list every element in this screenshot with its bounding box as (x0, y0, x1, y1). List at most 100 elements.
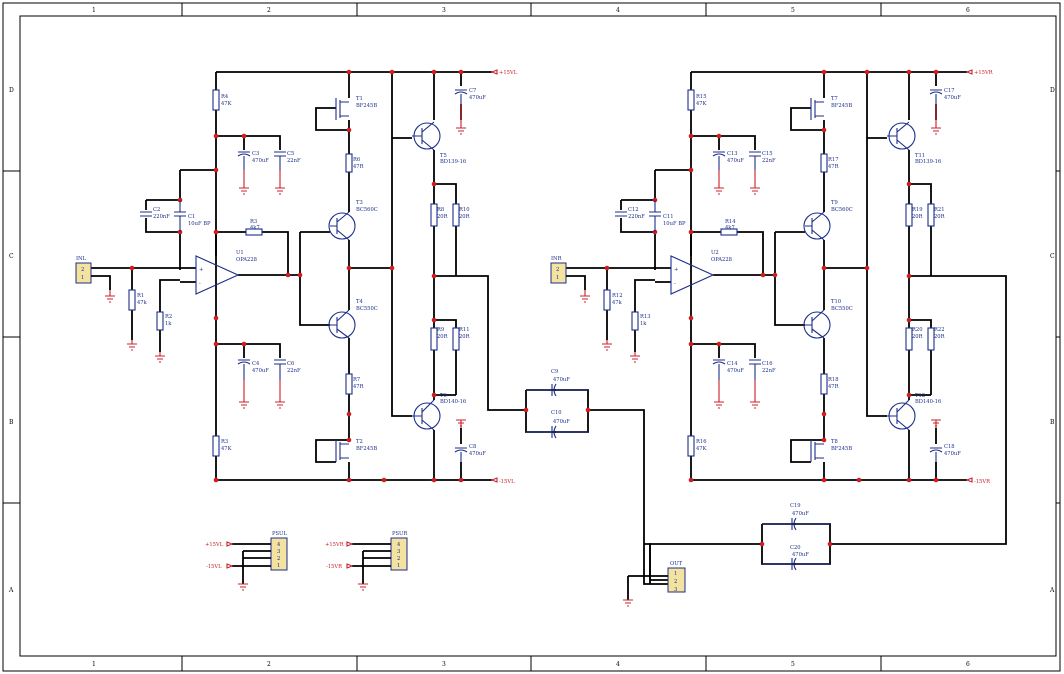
left-r10-value: 20R (459, 214, 471, 220)
right-wire-vas (790, 72, 868, 480)
left-junctions (129, 69, 591, 483)
right-wire-decouple (691, 135, 756, 358)
out-pin-2: 2 (674, 579, 677, 585)
left-r8-ref: R8 (437, 207, 444, 213)
left-r3-ref: R3 (221, 439, 228, 445)
left-jfet-t2: T2 BF245B (335, 439, 377, 462)
left-wire-input (91, 267, 196, 352)
right-r17-value: 47R (828, 164, 840, 170)
left-u1-ref: U1 (236, 250, 244, 256)
left-c9-value: 470uF (553, 377, 570, 383)
right-ground-symbols (580, 104, 941, 428)
left-r9-ref: R9 (437, 327, 444, 333)
left-c10-ref: C10 (551, 410, 562, 416)
left-r10-ref: R10 (459, 207, 470, 213)
left-r2-ref: R2 (165, 314, 172, 320)
frame-column-labels: 1 2 3 4 5 6 1 2 3 4 5 6 (92, 7, 970, 668)
left-c5-value: 22nF (287, 158, 301, 164)
right-rail-neg-text: -15VR (974, 479, 991, 485)
svg-text:2: 2 (81, 267, 84, 273)
psul-ref: PSUL (272, 531, 287, 537)
left-r8-value: 20R (437, 214, 449, 220)
left-c8-ref: C8 (469, 444, 476, 450)
right-c19-ref: C19 (790, 503, 801, 509)
right-capacitor-c14: C14 470uF (712, 359, 744, 380)
right-input-jack-inr: 21 INR (550, 256, 586, 290)
right-resistor-r12 (603, 289, 611, 311)
svg-text:1: 1 (556, 275, 559, 281)
psu-left-connector: PSUL 4 3 2 1 +15VL -15VL (205, 531, 288, 591)
right-capacitor-c11: C11 10uF BP (649, 200, 686, 232)
right-r15-ref: R15 (696, 94, 707, 100)
left-jfet-t1: T1 BF245B (335, 96, 377, 120)
right-junctions (604, 69, 939, 547)
svg-text:+: + (674, 267, 678, 273)
right-c11-value: 10uF BP (663, 221, 686, 227)
left-resistor-r8 (430, 203, 438, 227)
right-bjt-t11: T11 BD139-16 (887, 121, 941, 165)
col-label-6-bottom: 6 (966, 661, 970, 668)
row-label-b: B (9, 419, 14, 426)
right-capacitor-c17: C17 470uF (929, 88, 961, 104)
right-capacitor-c18: C18 470uF (929, 444, 961, 462)
right-resistor-r18 (820, 373, 828, 395)
col-label-1-bottom: 1 (92, 661, 96, 668)
inner-frame (19, 15, 1057, 657)
right-jfet-t7: T7 BF245B (810, 96, 852, 120)
col-label-3: 3 (442, 7, 446, 14)
left-capacitor-c7: C7 470uF (454, 88, 486, 104)
left-capacitor-c5: C5 22nF (274, 151, 301, 170)
left-wire-decouple (216, 135, 281, 358)
col-label-1: 1 (92, 7, 96, 14)
left-wire-opamp-out (215, 231, 330, 326)
left-wire-feedback (145, 169, 216, 270)
right-r13-ref: R13 (640, 314, 651, 320)
col-label-6: 6 (966, 7, 970, 14)
right-c16-value: 22nF (762, 368, 776, 374)
col-label-2: 2 (267, 7, 271, 14)
svg-text:+: + (199, 267, 203, 273)
right-c20-value: 470uF (792, 552, 809, 558)
psur-pin-4: 4 (397, 542, 401, 548)
left-rail-pos-text: +15VL (499, 70, 518, 76)
col-label-2-bottom: 2 (267, 661, 271, 668)
psur-pos-text: +15VR (325, 542, 345, 548)
right-bjt-t10: T10 BC550C (803, 299, 853, 339)
right-c15-ref: C15 (762, 151, 773, 157)
left-resistor-r6 (345, 153, 353, 173)
right-wire-output (866, 72, 932, 480)
left-resistor-r9 (430, 327, 438, 351)
left-u1-value: OPA228 (236, 257, 257, 263)
left-c8-value: 470uF (469, 451, 486, 457)
right-c11-ref: C11 (663, 214, 674, 220)
left-r4-ref: R4 (221, 94, 229, 100)
left-ground-symbols (105, 104, 466, 428)
psur-pin-3: 3 (397, 549, 400, 555)
left-wire-vas (315, 72, 393, 480)
right-r17-ref: R17 (828, 157, 839, 163)
left-bjt-t5: T5 BD139-16 (412, 121, 466, 165)
right-r18-ref: R18 (828, 377, 839, 383)
right-t9-value: BC560C (831, 207, 853, 213)
left-r2-value: 1k (165, 321, 172, 327)
left-channel: R4 47K R3 47K R3 4k7 R1 47k R2 1k R6 47R… (75, 69, 668, 585)
left-resistor-r3-bias (212, 435, 220, 457)
frame-grid (3, 3, 1060, 671)
right-r14-ref: R14 (725, 219, 736, 225)
right-r15-value: 47K (696, 101, 707, 107)
psur-neg-text: -15VR (326, 564, 343, 570)
left-c7-ref: C7 (469, 88, 476, 94)
svg-text:-: - (674, 281, 676, 287)
left-c4-ref: C4 (252, 361, 260, 367)
left-r6-value: 47R (353, 164, 365, 170)
left-r6-ref: R6 (353, 157, 360, 163)
left-resistor-r10 (452, 203, 460, 227)
left-capacitor-c1: C1 10uF BP (174, 200, 211, 232)
right-resistor-r20 (905, 327, 913, 351)
left-wire-output (391, 72, 457, 480)
left-t5-ref: T5 (440, 153, 447, 159)
right-bjt-t12: T12 BD140-16 (887, 393, 941, 431)
col-label-3-bottom: 3 (442, 661, 446, 668)
left-resistor-r-feedback (245, 228, 263, 236)
